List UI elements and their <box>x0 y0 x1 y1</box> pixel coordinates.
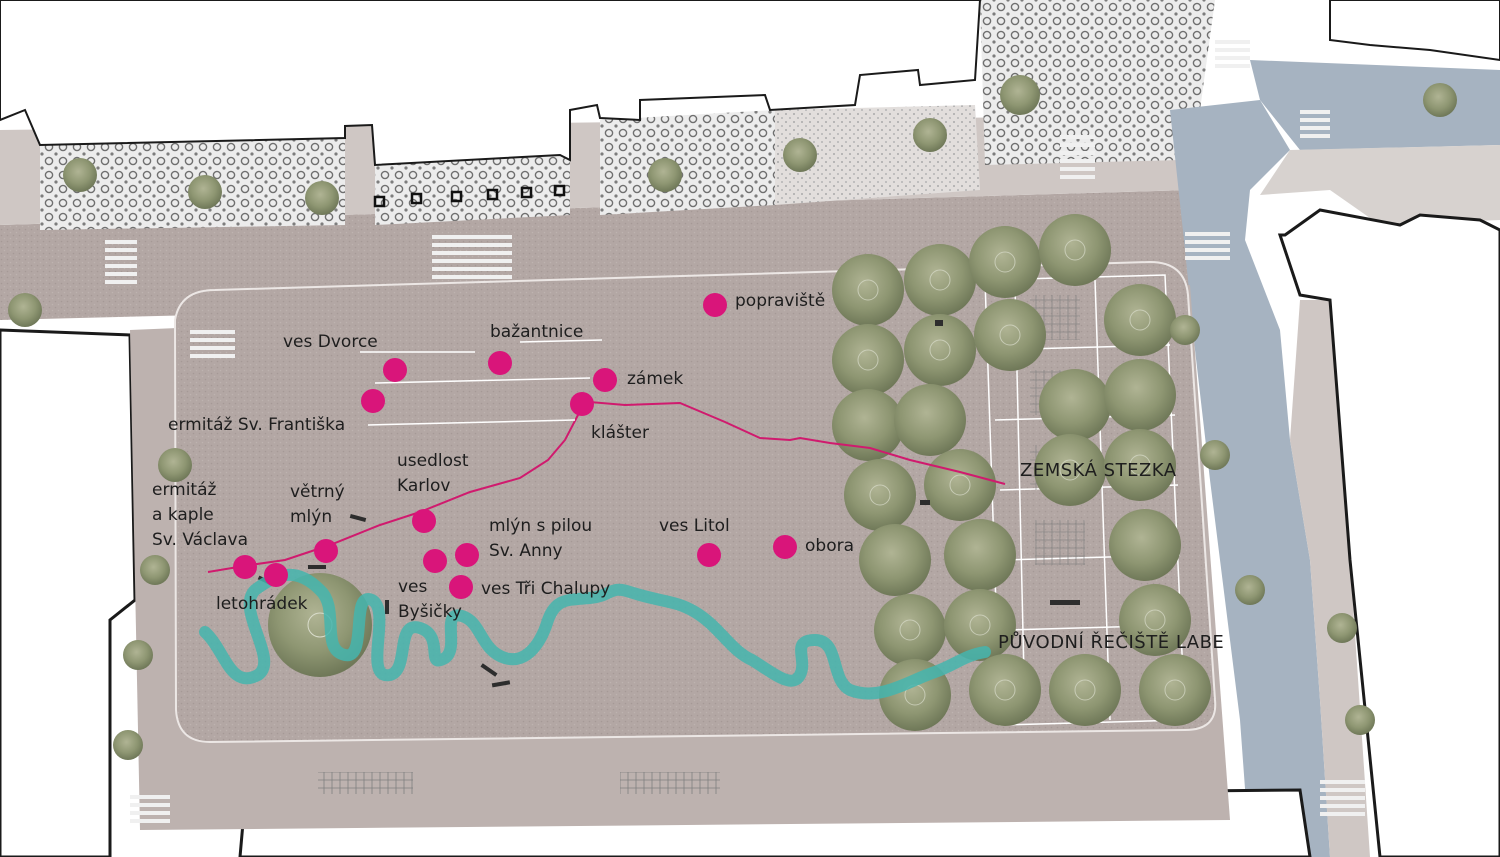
label-popraviste: popraviště <box>735 291 825 311</box>
poi-dot-icon[interactable] <box>264 563 288 587</box>
mosaic-pavement-corner <box>980 0 1215 165</box>
label-letohradek: letohrádek <box>216 594 308 614</box>
poi-dot-icon[interactable] <box>449 575 473 599</box>
street-trees <box>8 75 1457 760</box>
vertical-road <box>1170 100 1330 857</box>
map-labels: popraviště ves Dvorce bažantnice zámek e… <box>152 291 1224 653</box>
label-ermitaz-vaclava-line2: a kaple <box>152 505 214 525</box>
poi-dot-icon[interactable] <box>455 543 479 567</box>
poi-dot-icon[interactable] <box>593 368 617 392</box>
label-ermitaz-vaclava-line3: Sv. Václava <box>152 530 248 550</box>
poi-dot-icon[interactable] <box>233 555 257 579</box>
leader-lines <box>360 339 603 426</box>
label-zemska-stezka: ZEMSKÁ STEZKA <box>1020 459 1177 481</box>
label-usedlost-line2: Karlov <box>397 476 450 496</box>
tree-inner-rings <box>857 239 1186 706</box>
poi-dot-icon[interactable] <box>703 293 727 317</box>
label-vetrny-mlyn-line2: mlýn <box>290 507 332 527</box>
historic-riverbed-line <box>199 568 991 700</box>
label-puvodni-reciste-labe: PŮVODNÍ ŘEČIŠTĚ LABE <box>998 631 1224 653</box>
poi-dot-icon[interactable] <box>423 549 447 573</box>
tree-icon <box>832 214 1211 731</box>
bollard-row <box>373 184 566 208</box>
label-mlyn-s-pilou-line1: mlýn s pilou <box>489 516 592 536</box>
label-ermitaz-frantiska: ermitáž Sv. Františka <box>168 415 345 435</box>
tree-grid <box>832 214 1211 731</box>
building-north-east <box>1329 0 1500 62</box>
crosswalk-icon <box>105 40 1365 823</box>
poi-dot-icon[interactable] <box>773 535 797 559</box>
label-ermitaz-vaclava-line1: ermitáž <box>152 480 217 500</box>
label-bazantnice: bažantnice <box>490 322 583 342</box>
building-block-east <box>1277 208 1500 857</box>
poi-dot-icon[interactable] <box>488 351 512 375</box>
label-ves-bysicky-line2: Byšičky <box>398 602 462 622</box>
sidewalk-east <box>1260 145 1500 225</box>
mosaic-pavement-center <box>375 150 570 225</box>
label-klaster: klášter <box>591 423 649 443</box>
poi-dot-icon[interactable] <box>361 389 385 413</box>
label-obora: obora <box>805 536 854 556</box>
poi-dots <box>233 293 797 599</box>
label-vetrny-mlyn-line1: větrný <box>290 482 345 502</box>
poi-dot-icon[interactable] <box>697 543 721 567</box>
poi-dot-icon[interactable] <box>412 509 436 533</box>
mosaic-pavement-east <box>600 110 775 215</box>
label-usedlost-line1: usedlost <box>397 451 469 471</box>
building-row-north <box>0 0 982 167</box>
label-zamek: zámek <box>627 369 683 389</box>
poi-dot-icon[interactable] <box>570 392 594 416</box>
label-ves-bysicky-line1: ves <box>398 577 428 597</box>
building-block-west <box>0 328 137 857</box>
grate-marks <box>318 772 720 794</box>
label-ves-tri-chalupy: ves Tři Chalupy <box>481 579 610 599</box>
poi-dot-icon[interactable] <box>314 539 338 563</box>
label-mlyn-s-pilou-line2: Sv. Anny <box>489 541 563 561</box>
label-ves-dvorce: ves Dvorce <box>283 332 378 352</box>
poi-dot-icon[interactable] <box>383 358 407 382</box>
label-ves-litol: ves Litol <box>659 516 730 536</box>
